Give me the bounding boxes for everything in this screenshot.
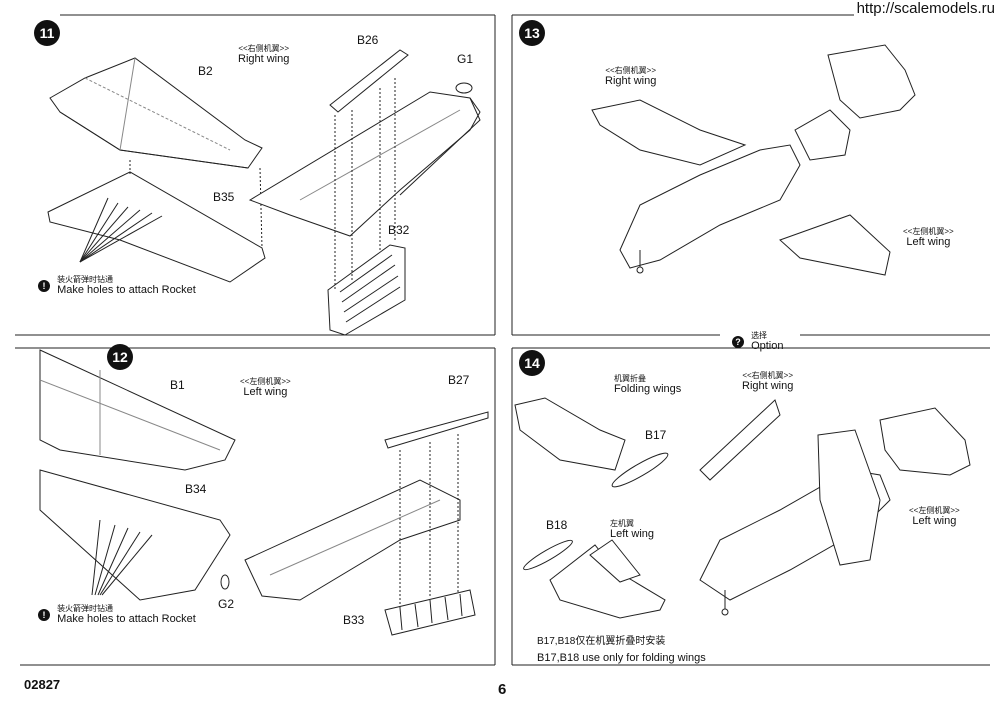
step14-fold-en: Folding wings — [614, 383, 682, 395]
watermark: http://scalemodels.ru — [853, 0, 998, 17]
step13-right-en: Right wing — [605, 75, 657, 87]
step11-guide-lines — [334, 78, 396, 290]
step-13-badge: 13 — [519, 20, 545, 46]
part-b18: B18 — [546, 518, 568, 532]
step12-b33-part — [384, 589, 476, 636]
step11-note-cn: 装火箭弹时钻通 — [57, 275, 114, 284]
step13-right-wing-title: <<右侧机翼>> Right wing — [605, 66, 656, 87]
step14-aircraft — [699, 399, 971, 616]
step12-left-wing-lower — [39, 469, 231, 601]
part-b17: B17 — [645, 428, 667, 442]
step11-b32-part — [327, 244, 406, 336]
step12-note-en: Make holes to attach Rocket — [57, 613, 196, 625]
step14-right-cn: <<右侧机翼>> — [742, 371, 794, 380]
step14-option-en: Option — [751, 340, 784, 352]
part-g2: G2 — [218, 597, 235, 611]
step11-wing-cn: <<右侧机翼>> — [238, 44, 290, 53]
step-12-badge: 12 — [107, 344, 133, 370]
part-b26: B26 — [357, 33, 379, 47]
part-b32: B32 — [388, 223, 410, 237]
part-b27: B27 — [448, 373, 470, 387]
part-b35: B35 — [213, 190, 235, 204]
info-icon: ! — [38, 608, 50, 621]
step13-aircraft — [591, 44, 916, 276]
step13-left-wing-title: <<左侧机翼>> Left wing — [903, 227, 954, 248]
step-11-badge: 11 — [34, 20, 60, 46]
step14-b18-part — [523, 539, 573, 571]
step12-wing-side-view — [244, 479, 461, 601]
step-14-badge: 14 — [519, 350, 545, 376]
step14-right-en: Right wing — [742, 380, 794, 392]
step14-b17-part — [611, 452, 669, 488]
step14-note-cn: B17,B18仅在机翼折叠时安装 — [537, 636, 666, 647]
step14-option-cn: 选择 — [751, 331, 768, 340]
step12-wing-cn: <<左侧机翼>> — [240, 377, 291, 386]
step14-leftwing-en: Left wing — [610, 528, 655, 540]
step11-wing-title: <<右侧机翼>> Right wing — [238, 44, 289, 65]
step14-folding-wing-lower — [549, 539, 666, 619]
step14-note-en: B17,B18 use only for folding wings — [537, 652, 706, 664]
step11-wing-en: Right wing — [238, 53, 290, 65]
step12-left-wing-upper — [39, 349, 236, 471]
step13-left-cn: <<左侧机翼>> — [903, 227, 954, 236]
product-code: 02827 — [24, 677, 61, 692]
step14-left-wing-title: <<左侧机翼>> Left wing — [909, 506, 960, 527]
step12-b27-flap — [384, 411, 489, 449]
step14-leftwing-title: 左机翼 Left wing — [610, 519, 654, 540]
step11-b26-flap — [329, 49, 409, 113]
step11-note-en: Make holes to attach Rocket — [57, 284, 196, 296]
step11-right-wing-lower — [47, 171, 266, 283]
step14-option: ? 选择 Option — [732, 331, 783, 352]
step12-wing-title: <<左侧机翼>> Left wing — [240, 377, 291, 398]
step14-fold-cn: 机翼折叠 — [614, 374, 646, 383]
step12-guide-lines — [399, 434, 459, 608]
info-icon: ! — [38, 279, 50, 292]
step12-wing-en: Left wing — [243, 386, 288, 398]
step12-g2-part — [220, 574, 230, 590]
step14-folding-wing-upper — [514, 397, 626, 471]
part-b33: B33 — [343, 613, 365, 627]
step12-note: ! 装火箭弹时钻通 Make holes to attach Rocket — [38, 604, 196, 625]
step11-fitting-lines — [129, 160, 263, 249]
part-b34: B34 — [185, 482, 207, 496]
step11-wing-side-view — [248, 91, 481, 237]
step13-right-cn: <<右侧机翼>> — [605, 66, 657, 75]
step14-left-cn: <<左侧机翼>> — [909, 506, 960, 515]
step14-folding-title: 机翼折叠 Folding wings — [614, 374, 681, 395]
option-icon: ? — [732, 335, 744, 348]
part-g1: G1 — [457, 52, 474, 66]
part-b2: B2 — [198, 64, 213, 78]
part-b1: B1 — [170, 378, 185, 392]
step13-left-en: Left wing — [906, 236, 951, 248]
step11-right-wing-upper — [49, 57, 263, 169]
step12-note-cn: 装火箭弹时钻通 — [57, 604, 114, 613]
step11-note: ! 装火箭弹时钻通 Make holes to attach Rocket — [38, 275, 196, 296]
step14-leftwing-cn: 左机翼 — [610, 519, 634, 528]
step14-left-en: Left wing — [912, 515, 957, 527]
step14-right-wing-title: <<右侧机翼>> Right wing — [742, 371, 793, 392]
step11-g1-part — [455, 82, 473, 94]
page-number: 6 — [498, 681, 507, 698]
step14-note: B17,B18仅在机翼折叠时安装 B17,B18 use only for fo… — [537, 636, 706, 664]
